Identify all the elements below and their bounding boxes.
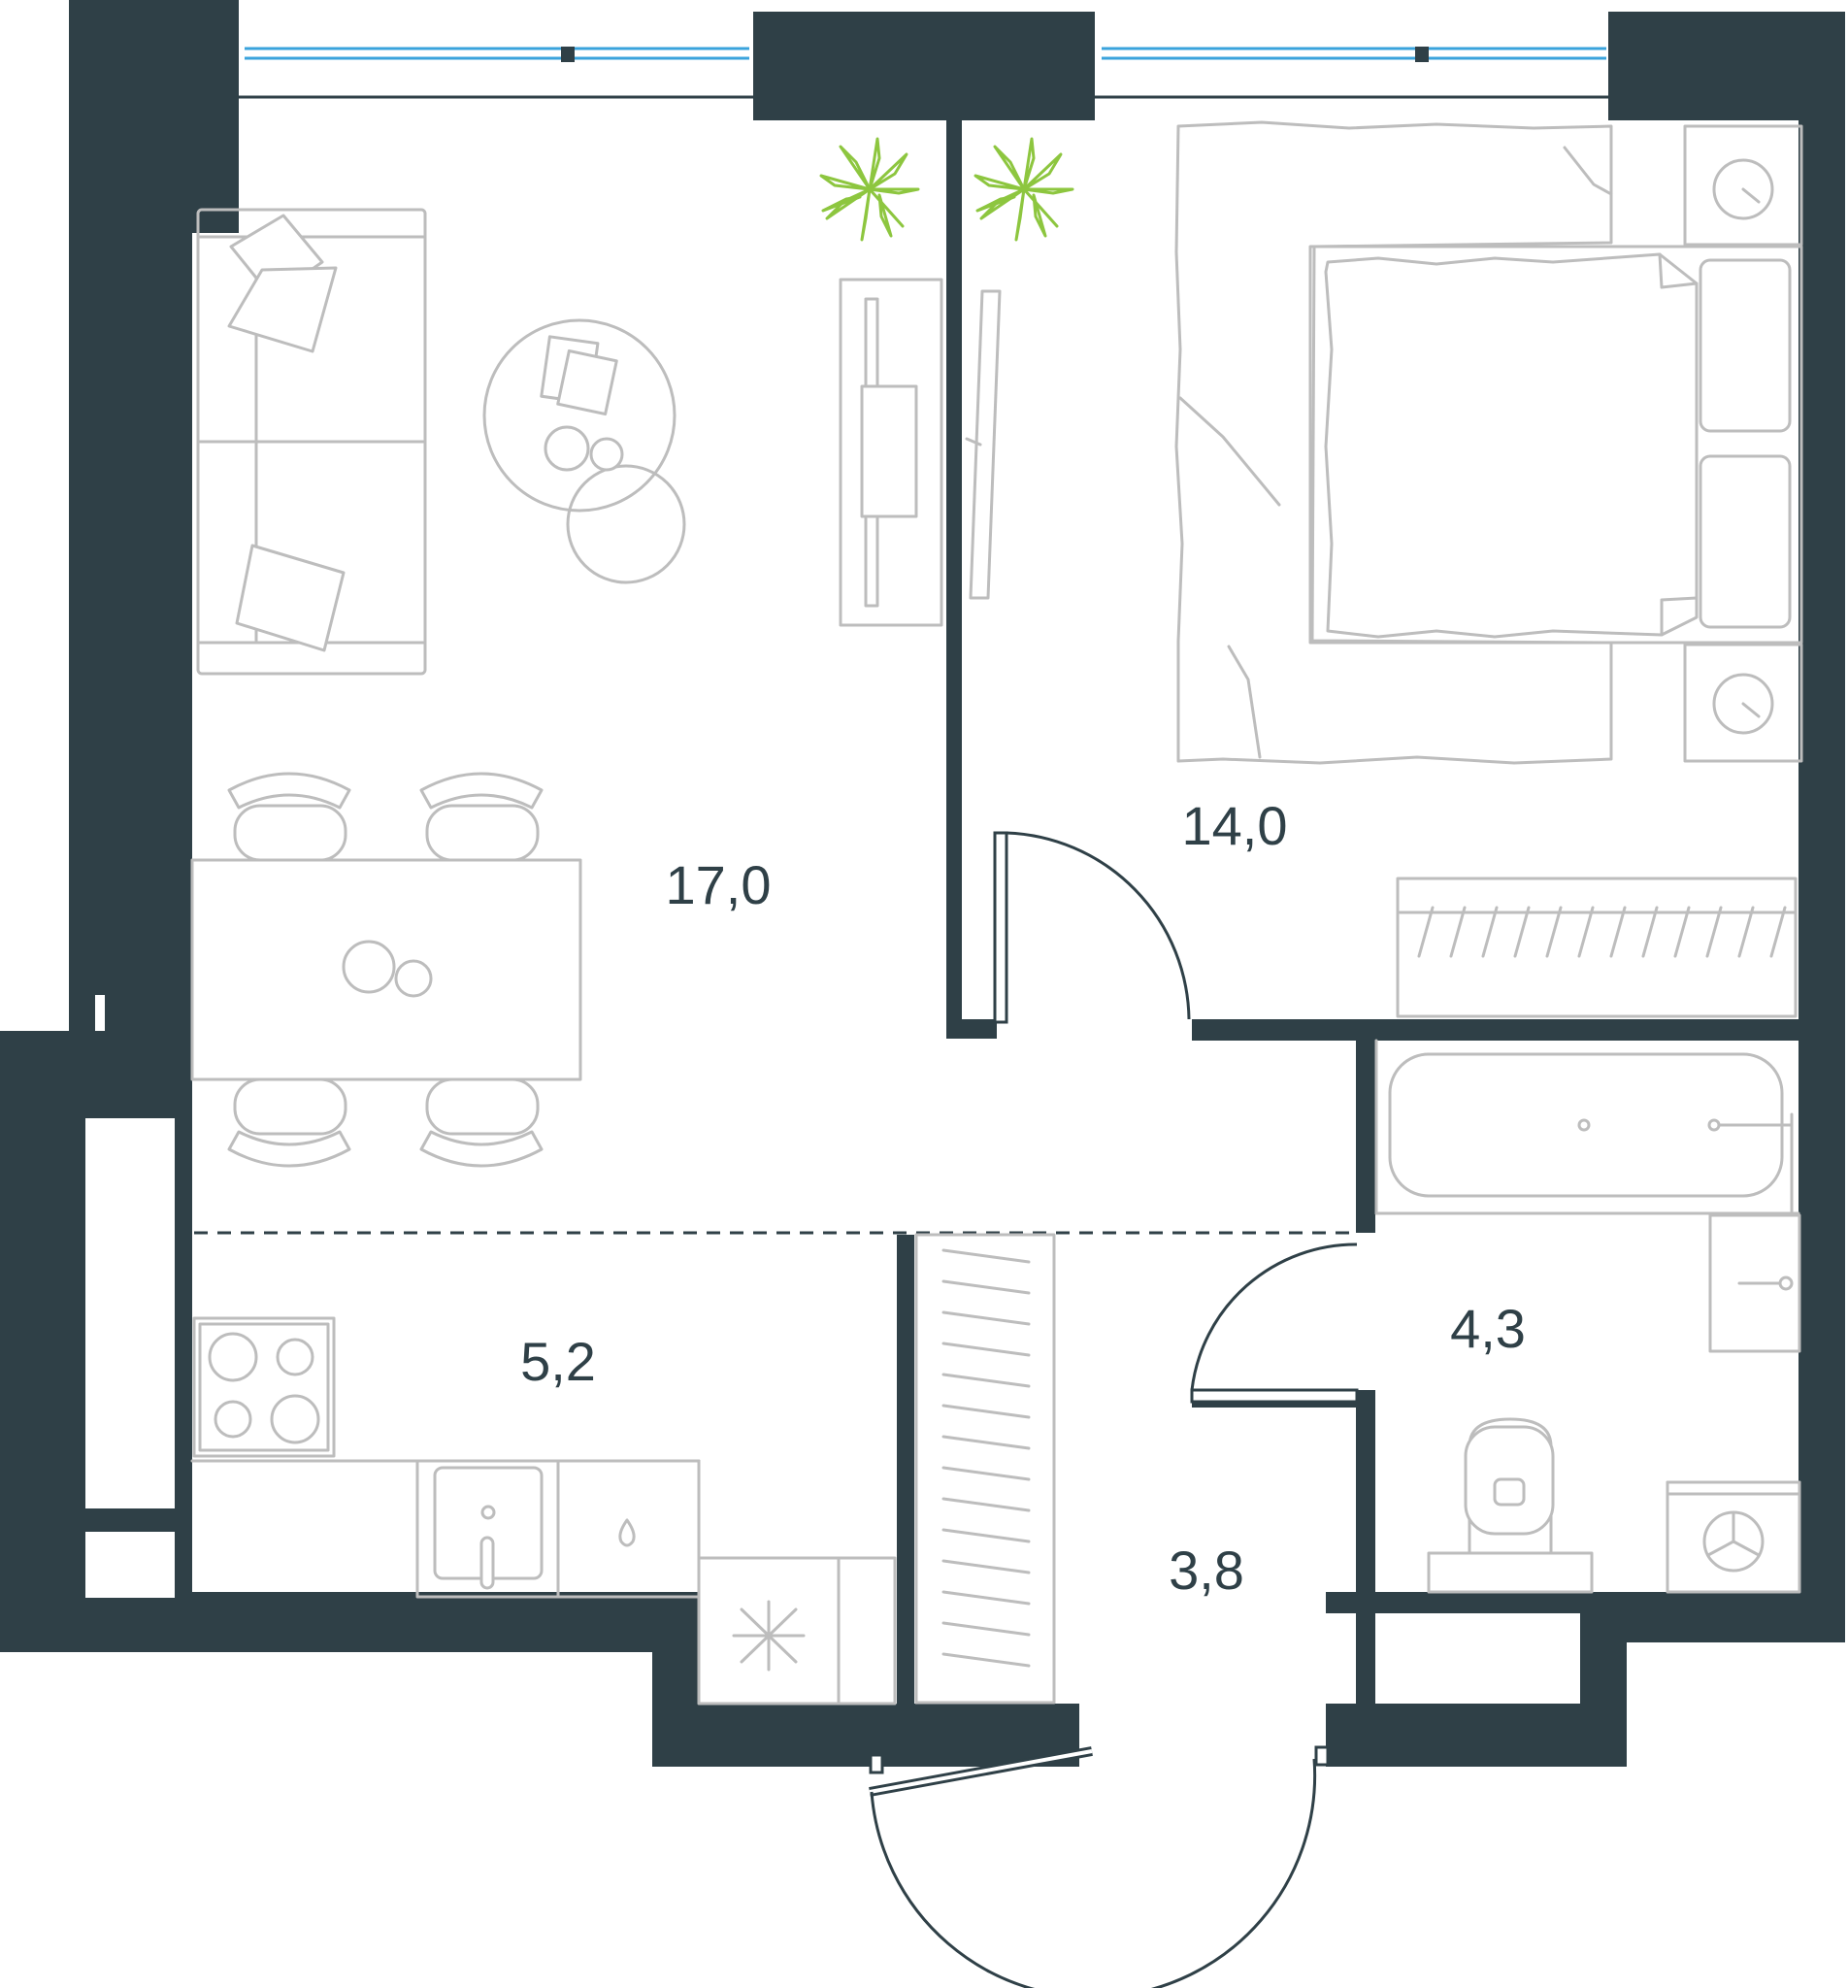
hallway-area-label: 3,8 [1169, 1540, 1244, 1601]
washing-machine-icon [1666, 1480, 1801, 1594]
dishwasher-icon [556, 1459, 701, 1599]
sofa-icon [196, 208, 427, 676]
door-entrance[interactable] [869, 1745, 1330, 1988]
door-bedroom[interactable] [993, 831, 1191, 1024]
door-icon [993, 831, 1008, 1024]
wardrobe-icon [1396, 877, 1798, 1018]
bathtub-icon [1374, 1039, 1800, 1215]
window-bedroom [1085, 47, 1616, 99]
coffee-table-icon [482, 318, 686, 584]
toilet-icon [1427, 1417, 1594, 1594]
washbasin-icon [1708, 1213, 1801, 1353]
bed-icon [1174, 120, 1803, 765]
door-icon [1190, 1388, 1359, 1404]
plant-icon [819, 137, 1074, 242]
chair-icon [227, 772, 544, 1168]
window-living [233, 43, 762, 99]
door-icon [869, 1753, 884, 1774]
living-area-label: 17,0 [666, 854, 772, 915]
mirror-icon [965, 289, 1002, 600]
kitchen-area-label: 5,2 [520, 1331, 596, 1392]
fridge-icon [732, 1600, 806, 1672]
door-bathroom[interactable] [1190, 1242, 1359, 1404]
hallway-wardrobe-icon [914, 1233, 1056, 1705]
sink-icon [415, 1459, 560, 1599]
dining-table-icon [190, 858, 582, 1081]
kitchen-counter [190, 1459, 897, 1706]
bathroom-area-label: 4,3 [1450, 1298, 1526, 1359]
stove-icon [192, 1316, 336, 1458]
bedroom-area-label: 14,0 [1182, 795, 1288, 856]
nightstand-icon [1683, 124, 1803, 763]
tv-stand-icon [839, 278, 943, 627]
